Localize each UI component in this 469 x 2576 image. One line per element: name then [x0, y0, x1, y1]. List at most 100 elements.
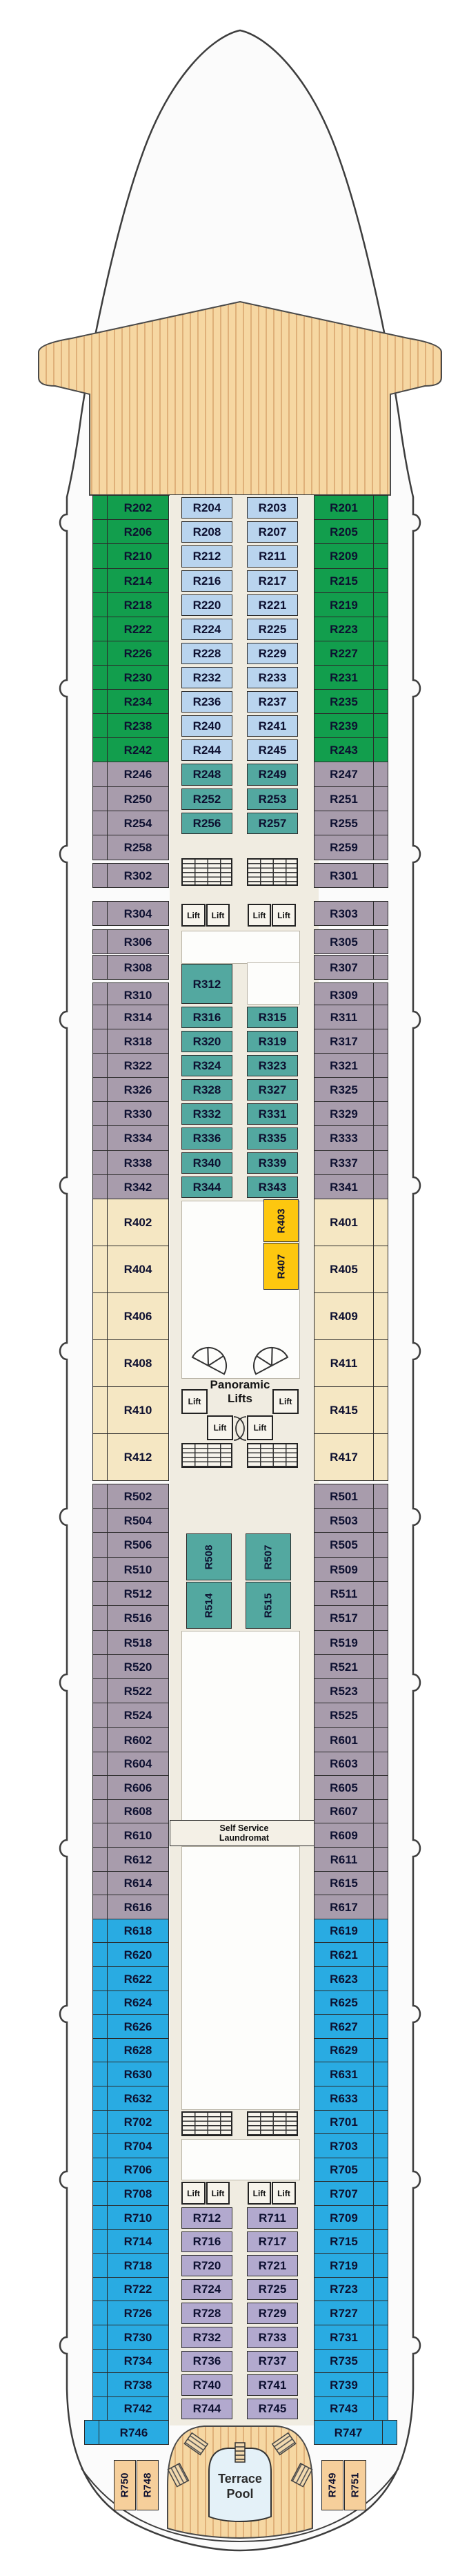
cabin-R605[interactable]: R605 [314, 1775, 388, 1800]
cabin-R604[interactable]: R604 [92, 1752, 169, 1776]
cabin-R311[interactable]: R311 [314, 1005, 388, 1029]
cabin-R229[interactable]: R229 [247, 642, 298, 664]
cabin-R233[interactable]: R233 [247, 666, 298, 688]
cabin-R336[interactable]: R336 [181, 1127, 232, 1150]
cabin-R343[interactable]: R343 [247, 1176, 298, 1198]
cabin-R401[interactable]: R401 [314, 1199, 388, 1246]
cabin-R744[interactable]: R744 [181, 2398, 232, 2419]
cabin-R728[interactable]: R728 [181, 2302, 232, 2324]
cabin-R205[interactable]: R205 [314, 519, 388, 544]
cabin-R511[interactable]: R511 [314, 1581, 388, 1606]
cabin-R236[interactable]: R236 [181, 690, 232, 713]
lift-box[interactable]: Lift [247, 1415, 273, 1440]
cabin-R633[interactable]: R633 [314, 2086, 388, 2111]
cabin-R506[interactable]: R506 [92, 1532, 169, 1558]
cabin-R741[interactable]: R741 [247, 2374, 298, 2396]
cabin-R217[interactable]: R217 [247, 570, 298, 592]
cabin-R210[interactable]: R210 [92, 543, 169, 569]
cabin-R507[interactable]: R507 [246, 1533, 291, 1580]
cabin-R342[interactable]: R342 [92, 1174, 169, 1199]
cabin-R710[interactable]: R710 [92, 2205, 169, 2230]
cabin-R702[interactable]: R702 [92, 2110, 169, 2134]
cabin-R410[interactable]: R410 [92, 1386, 169, 1434]
cabin-R253[interactable]: R253 [247, 788, 298, 810]
cabin-R302[interactable]: R302 [92, 863, 169, 888]
cabin-R312[interactable]: R312 [181, 964, 232, 1004]
cabin-R737[interactable]: R737 [247, 2350, 298, 2372]
cabin-R522[interactable]: R522 [92, 1678, 169, 1703]
cabin-R723[interactable]: R723 [314, 2277, 388, 2301]
cabin-R332[interactable]: R332 [181, 1103, 232, 1125]
cabin-R707[interactable]: R707 [314, 2181, 388, 2206]
cabin-R310[interactable]: R310 [92, 982, 169, 1007]
cabin-R747[interactable]: R747 [314, 2420, 397, 2445]
cabin-R406[interactable]: R406 [92, 1292, 169, 1340]
cabin-R745[interactable]: R745 [247, 2398, 298, 2419]
cabin-R525[interactable]: R525 [314, 1703, 388, 1728]
cabin-R314[interactable]: R314 [92, 1005, 169, 1029]
cabin-R308[interactable]: R308 [92, 955, 169, 980]
cabin-R230[interactable]: R230 [92, 665, 169, 690]
cabin-R746[interactable]: R746 [84, 2420, 169, 2445]
cabin-R509[interactable]: R509 [314, 1557, 388, 1582]
cabin-R232[interactable]: R232 [181, 666, 232, 688]
cabin-R750[interactable]: R750 [114, 2460, 136, 2510]
cabin-R630[interactable]: R630 [92, 2062, 169, 2086]
cabin-R211[interactable]: R211 [247, 545, 298, 568]
cabin-R226[interactable]: R226 [92, 641, 169, 666]
cabin-R722[interactable]: R722 [92, 2277, 169, 2301]
cabin-R403[interactable]: R403 [263, 1199, 299, 1242]
cabin-R521[interactable]: R521 [314, 1654, 388, 1679]
cabin-R706[interactable]: R706 [92, 2158, 169, 2182]
cabin-R328[interactable]: R328 [181, 1078, 232, 1101]
cabin-R603[interactable]: R603 [314, 1752, 388, 1776]
cabin-R340[interactable]: R340 [181, 1152, 232, 1174]
cabin-R709[interactable]: R709 [314, 2205, 388, 2230]
cabin-R319[interactable]: R319 [247, 1030, 298, 1052]
cabin-R306[interactable]: R306 [92, 929, 169, 954]
cabin-R742[interactable]: R742 [92, 2396, 169, 2421]
cabin-R602[interactable]: R602 [92, 1727, 169, 1752]
cabin-R508[interactable]: R508 [186, 1533, 232, 1580]
cabin-R734[interactable]: R734 [92, 2349, 169, 2373]
cabin-R216[interactable]: R216 [181, 570, 232, 592]
cabin-R239[interactable]: R239 [314, 713, 388, 738]
cabin-R739[interactable]: R739 [314, 2372, 388, 2397]
cabin-R225[interactable]: R225 [247, 618, 298, 640]
cabin-R309[interactable]: R309 [314, 982, 388, 1007]
cabin-R231[interactable]: R231 [314, 665, 388, 690]
cabin-R735[interactable]: R735 [314, 2349, 388, 2373]
cabin-R218[interactable]: R218 [92, 592, 169, 617]
cabin-R214[interactable]: R214 [92, 568, 169, 593]
cabin-R203[interactable]: R203 [247, 496, 298, 519]
cabin-R251[interactable]: R251 [314, 786, 388, 811]
lift-box[interactable]: Lift [272, 1389, 299, 1414]
cabin-R335[interactable]: R335 [247, 1127, 298, 1150]
cabin-R726[interactable]: R726 [92, 2301, 169, 2325]
cabin-R247[interactable]: R247 [314, 762, 388, 787]
cabin-R301[interactable]: R301 [314, 863, 388, 888]
cabin-R243[interactable]: R243 [314, 737, 388, 762]
cabin-R617[interactable]: R617 [314, 1895, 388, 1919]
cabin-R256[interactable]: R256 [181, 812, 232, 834]
cabin-R616[interactable]: R616 [92, 1895, 169, 1919]
cabin-R333[interactable]: R333 [314, 1125, 388, 1151]
cabin-R503[interactable]: R503 [314, 1508, 388, 1533]
lift-box[interactable]: Lift [206, 2182, 230, 2205]
cabin-R318[interactable]: R318 [92, 1029, 169, 1054]
cabin-R234[interactable]: R234 [92, 689, 169, 714]
cabin-R320[interactable]: R320 [181, 1030, 232, 1052]
cabin-R407[interactable]: R407 [263, 1243, 299, 1290]
cabin-R227[interactable]: R227 [314, 641, 388, 666]
cabin-R344[interactable]: R344 [181, 1176, 232, 1198]
cabin-R705[interactable]: R705 [314, 2158, 388, 2182]
lift-box[interactable]: Lift [206, 904, 230, 927]
cabin-R717[interactable]: R717 [247, 2231, 298, 2252]
cabin-R321[interactable]: R321 [314, 1053, 388, 1078]
cabin-R235[interactable]: R235 [314, 689, 388, 714]
cabin-R622[interactable]: R622 [92, 1966, 169, 1991]
cabin-R515[interactable]: R515 [246, 1582, 291, 1629]
cabin-R208[interactable]: R208 [181, 521, 232, 543]
cabin-R409[interactable]: R409 [314, 1292, 388, 1340]
cabin-R704[interactable]: R704 [92, 2133, 169, 2158]
